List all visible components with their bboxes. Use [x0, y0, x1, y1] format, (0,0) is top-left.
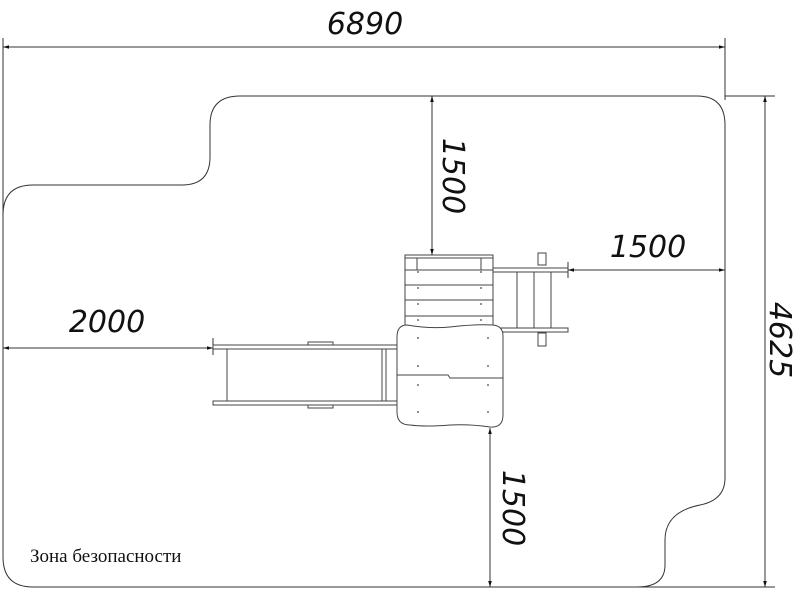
safety-zone-label: Зона безопасности: [30, 546, 181, 567]
dimension-lines: [3, 45, 767, 587]
dim-text-right: 1500: [610, 230, 686, 265]
play-equipment: [212, 252, 569, 428]
bolt-dots: [417, 271, 489, 413]
slide: [212, 341, 398, 409]
dim-text-top: 1500: [435, 138, 470, 214]
upper-deck: [404, 254, 494, 331]
safety-zone-outline: [2, 95, 726, 588]
dim-text-left: 2000: [69, 305, 145, 340]
ladder: [492, 252, 569, 347]
lower-platform: [396, 324, 504, 428]
dim-text-depth: 4625: [762, 302, 797, 378]
dim-text-width: 6890: [327, 7, 403, 42]
dim-text-bottom: 1500: [495, 470, 530, 546]
